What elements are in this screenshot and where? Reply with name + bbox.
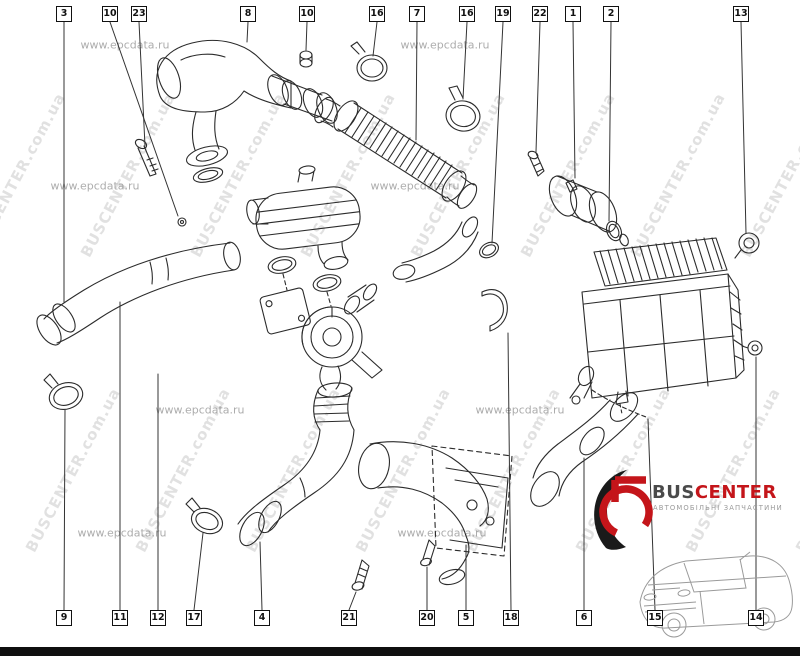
leader-line-7 xyxy=(415,21,418,141)
callout-9[interactable]: 9 xyxy=(56,610,72,626)
part-screw-21 xyxy=(351,559,370,591)
leader-line-17 xyxy=(193,532,204,611)
brand-name-center: CENTER xyxy=(694,482,777,503)
callout-19[interactable]: 19 xyxy=(495,6,511,22)
callout-17[interactable]: 17 xyxy=(186,610,202,626)
leader-line-23 xyxy=(138,21,146,147)
callout-18[interactable]: 18 xyxy=(503,610,519,626)
watermark-site-text: www.epcdata.ru xyxy=(80,38,170,52)
callout-10[interactable]: 10 xyxy=(299,6,315,22)
part-oring-19 xyxy=(479,241,499,259)
callout-2[interactable]: 2 xyxy=(603,6,619,22)
watermark-site-text: www.epcdata.ru xyxy=(155,403,245,417)
leader-line-18 xyxy=(507,332,512,611)
callout-8[interactable]: 8 xyxy=(240,6,256,22)
leader-lines xyxy=(63,21,757,611)
leader-line-22 xyxy=(535,21,541,153)
part-screw-22 xyxy=(527,150,545,177)
part-bolt-23 xyxy=(134,138,159,177)
buscenter-logo xyxy=(594,470,793,638)
callout-6[interactable]: 6 xyxy=(576,610,592,626)
part-clamp-17 xyxy=(185,497,224,535)
leader-line-21 xyxy=(348,591,357,611)
part-clamp-16a xyxy=(350,41,388,82)
watermark-site-text: www.epcdata.ru xyxy=(77,526,167,540)
brand-name: BUSCENTER xyxy=(652,482,777,503)
callout-3[interactable]: 3 xyxy=(56,6,72,22)
callout-20[interactable]: 20 xyxy=(419,610,435,626)
part-stud-10 xyxy=(177,217,187,227)
callout-15[interactable]: 15 xyxy=(647,610,663,626)
part-maf-sensor-1 xyxy=(548,175,629,247)
callout-4[interactable]: 4 xyxy=(254,610,270,626)
brand-tagline: АВТОМОБІЛЬНІ ЗАПЧАСТИНИ xyxy=(653,504,783,512)
part-lower-duct-5 xyxy=(358,441,513,586)
part-connector-hose xyxy=(267,74,338,124)
brand-name-bus: BUS xyxy=(652,482,695,503)
watermark-site-text: www.epcdata.ru xyxy=(475,403,565,417)
part-clamp-9 xyxy=(43,373,84,410)
part-screw-20 xyxy=(420,539,436,567)
leader-line-8 xyxy=(246,21,249,43)
watermark-site-text: www.epcdata.ru xyxy=(370,179,460,193)
part-clamp-16b xyxy=(445,85,481,132)
watermark-site-text: www.epcdata.ru xyxy=(400,38,490,52)
callout-14[interactable]: 14 xyxy=(748,610,764,626)
part-turbocharger xyxy=(259,273,383,391)
callout-12[interactable]: 12 xyxy=(150,610,166,626)
leader-line-13 xyxy=(740,21,747,234)
callout-16[interactable]: 16 xyxy=(369,6,385,22)
leader-line-19 xyxy=(491,21,504,244)
part-plug-10 xyxy=(299,50,313,68)
callout-5[interactable]: 5 xyxy=(458,610,474,626)
leader-line-16 xyxy=(462,21,468,100)
leader-line-2 xyxy=(608,21,612,222)
callout-22[interactable]: 22 xyxy=(532,6,548,22)
part-left-hose-9 xyxy=(36,241,241,346)
part-down-hose-4 xyxy=(237,382,355,547)
callout-11[interactable]: 11 xyxy=(112,610,128,626)
leader-line-9 xyxy=(63,409,66,611)
van-sketch-illustration xyxy=(639,551,793,638)
callout-21[interactable]: 21 xyxy=(341,610,357,626)
part-corrugated-hose-7 xyxy=(314,96,478,209)
leader-line-16 xyxy=(372,21,378,57)
leader-line-4 xyxy=(259,541,263,611)
callout-1[interactable]: 1 xyxy=(565,6,581,22)
watermark-site-text: www.epcdata.ru xyxy=(50,179,140,193)
part-resonator xyxy=(246,165,361,292)
callout-23[interactable]: 23 xyxy=(131,6,147,22)
leader-line-1 xyxy=(572,21,576,179)
part-air-filter-box xyxy=(569,232,763,418)
callout-13[interactable]: 13 xyxy=(733,6,749,22)
part-bracket-18 xyxy=(481,289,508,332)
callout-16[interactable]: 16 xyxy=(459,6,475,22)
leader-line-10 xyxy=(305,21,308,51)
part-elbow-hose xyxy=(392,216,479,283)
branding-block: BUSCENTER АВТОМОБІЛЬНІ ЗАПЧАСТИНИ xyxy=(588,460,800,648)
logo-swoosh-icon xyxy=(594,470,627,550)
callout-7[interactable]: 7 xyxy=(409,6,425,22)
callout-10[interactable]: 10 xyxy=(102,6,118,22)
footer-bar: www.epcdata.ru xyxy=(0,647,800,656)
